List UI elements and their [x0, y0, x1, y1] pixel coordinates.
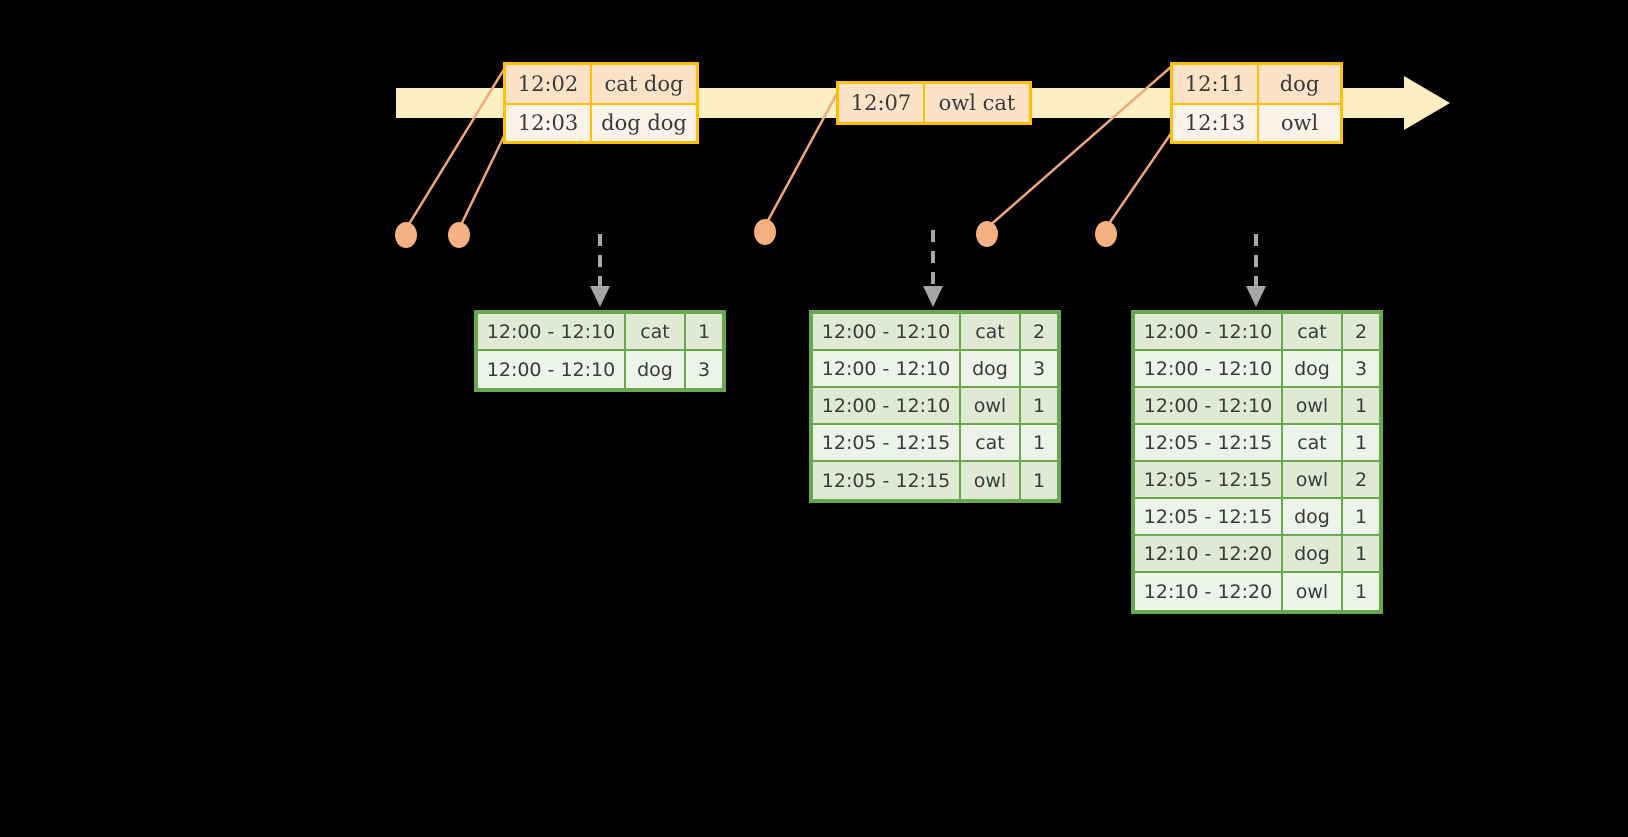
trigger-arrowhead-icon-1 [590, 286, 610, 307]
word-cell: dog [961, 351, 1021, 386]
window-cell: 12:05 - 12:15 [813, 425, 961, 460]
window-cell: 12:05 - 12:15 [1135, 499, 1283, 534]
count-cell: 3 [1343, 351, 1379, 386]
word-cell: cat [1283, 314, 1343, 349]
count-cell: 2 [1343, 462, 1379, 497]
word-cell: owl [1283, 462, 1343, 497]
count-cell: 1 [1343, 425, 1379, 460]
marker-group [395, 219, 1117, 248]
window-cell: 12:10 - 12:20 [1135, 573, 1283, 610]
trigger-arrowhead-icon-3 [1246, 286, 1266, 307]
word-cell: dog [1283, 499, 1343, 534]
word-cell: cat [1283, 425, 1343, 460]
marker-4 [976, 221, 998, 247]
trigger-arrowhead-icon-2 [923, 286, 943, 307]
event-value: dog dog [592, 105, 696, 141]
count-cell: 3 [686, 351, 722, 388]
event-row[interactable]: 12:11 dog [1173, 65, 1340, 103]
window-cell: 12:00 - 12:10 [478, 351, 626, 388]
event-row[interactable]: 12:03 dog dog [506, 103, 696, 141]
window-cell: 12:00 - 12:10 [478, 314, 626, 349]
count-cell: 1 [1021, 425, 1057, 460]
count-cell: 1 [1343, 536, 1379, 571]
event-time: 12:07 [839, 84, 925, 122]
word-cell: cat [626, 314, 686, 349]
word-cell: owl [1283, 388, 1343, 423]
event-value: cat dog [592, 65, 696, 103]
event-time: 12:02 [506, 65, 592, 103]
event-box-3[interactable]: 12:11 dog 12:13 owl [1170, 62, 1343, 144]
count-cell: 2 [1021, 314, 1057, 349]
event-value: owl [1259, 105, 1340, 141]
count-cell: 3 [1021, 351, 1057, 386]
count-cell: 1 [1343, 388, 1379, 423]
word-cell: dog [1283, 536, 1343, 571]
connector-line-5 [1104, 131, 1174, 229]
word-cell: cat [961, 425, 1021, 460]
timeline-arrowhead-icon [1404, 76, 1450, 130]
count-cell: 1 [1343, 499, 1379, 534]
connector-line-2 [457, 131, 508, 230]
marker-5 [1095, 221, 1117, 247]
count-cell: 1 [1021, 462, 1057, 499]
event-row[interactable]: 12:07 owl cat [839, 84, 1029, 122]
word-cell: dog [626, 351, 686, 388]
marker-3 [754, 219, 776, 245]
word-cell: cat [961, 314, 1021, 349]
marker-1 [395, 222, 417, 248]
word-cell: owl [1283, 573, 1343, 610]
count-cell: 1 [1021, 388, 1057, 423]
event-box-2[interactable]: 12:07 owl cat [836, 81, 1032, 125]
word-cell: owl [961, 388, 1021, 423]
marker-2 [448, 222, 470, 248]
window-cell: 12:10 - 12:20 [1135, 536, 1283, 571]
event-box-1[interactable]: 12:02 cat dog 12:03 dog dog [503, 62, 699, 144]
count-cell: 1 [686, 314, 722, 349]
window-cell: 12:05 - 12:15 [1135, 425, 1283, 460]
count-cell: 2 [1343, 314, 1379, 349]
event-value: dog [1259, 65, 1340, 103]
event-value: owl cat [925, 84, 1029, 122]
window-cell: 12:05 - 12:15 [813, 462, 961, 499]
event-time: 12:03 [506, 105, 592, 141]
window-cell: 12:00 - 12:10 [813, 388, 961, 423]
window-cell: 12:00 - 12:10 [1135, 314, 1283, 349]
event-row[interactable]: 12:02 cat dog [506, 65, 696, 103]
event-row[interactable]: 12:13 owl [1173, 103, 1340, 141]
count-cell: 1 [1343, 573, 1379, 610]
window-cell: 12:00 - 12:10 [1135, 351, 1283, 386]
event-time: 12:11 [1173, 65, 1259, 103]
window-cell: 12:05 - 12:15 [1135, 462, 1283, 497]
event-time: 12:13 [1173, 105, 1259, 141]
window-cell: 12:00 - 12:10 [813, 351, 961, 386]
window-cell: 12:00 - 12:10 [1135, 388, 1283, 423]
window-cell: 12:00 - 12:10 [813, 314, 961, 349]
word-cell: owl [961, 462, 1021, 499]
word-cell: dog [1283, 351, 1343, 386]
